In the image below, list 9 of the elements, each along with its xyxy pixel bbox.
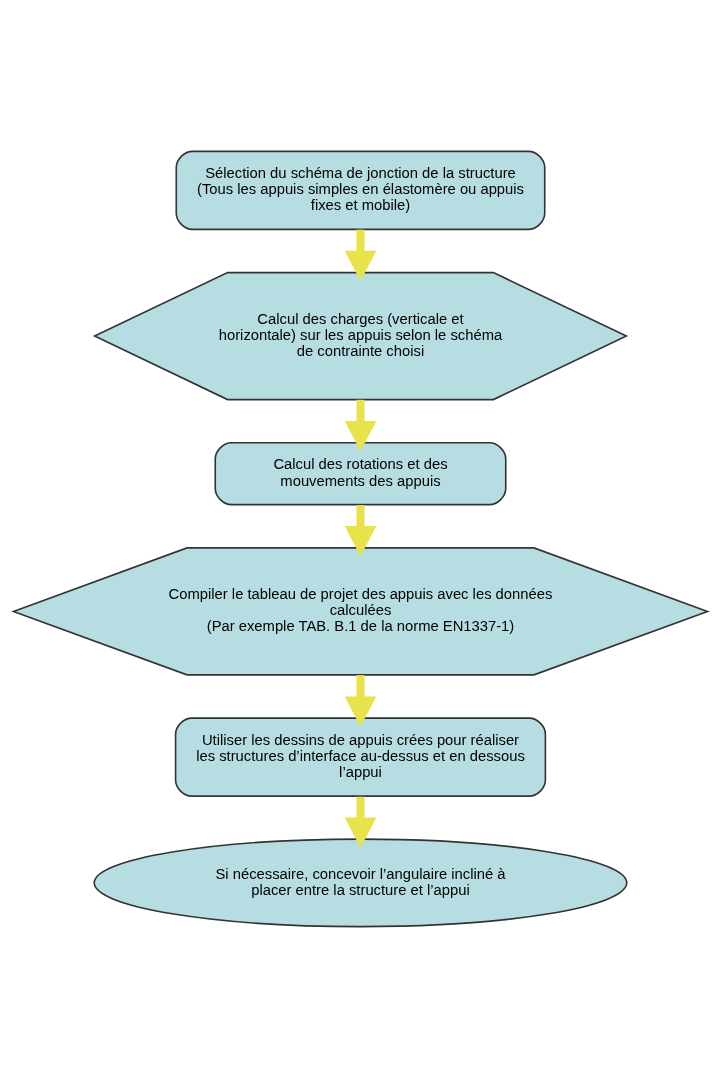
arrow bbox=[344, 229, 377, 281]
node-box: Sélection du schéma de jonction de la structure (Tous les appuis simples en élastomère ou appuis fixes et mobile) bbox=[175, 150, 546, 230]
node-box: Calcul des rotations et des mouvements des appuis bbox=[214, 441, 507, 505]
arrow bbox=[344, 796, 377, 848]
arrow bbox=[344, 399, 377, 451]
arrow bbox=[344, 504, 377, 556]
node-ellipse: Si nécessaire, concevoir l’angulaire incliné à placer entre la structure et l’appui bbox=[93, 837, 628, 927]
node-box: Utiliser les dessins de appuis crées pour réaliser les structures d’interface au-dessus et en dessous l’appui bbox=[174, 716, 547, 797]
arrow bbox=[344, 674, 377, 727]
